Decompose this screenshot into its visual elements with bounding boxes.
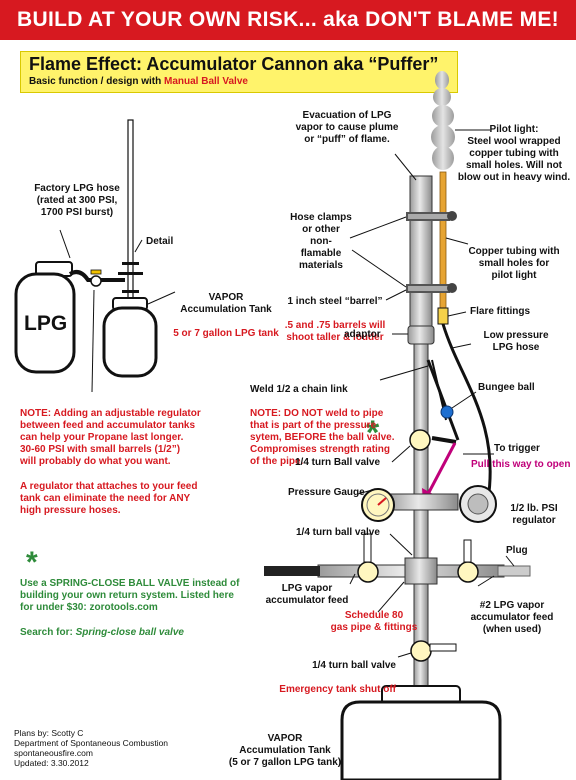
detail-valve — [90, 275, 102, 287]
search-prefix: Search for: — [20, 627, 76, 638]
regulator-note: NOTE: Adding an adjustable regulator bet… — [20, 408, 201, 467]
plug-label: Plug — [506, 545, 528, 556]
steel-barrel — [409, 175, 433, 329]
hose-clamps-label: Hose clamps or other non-flamable materi… — [290, 212, 352, 271]
emergency-valve-title: 1/4 turn ball valve — [312, 660, 396, 671]
subtitle-text: Basic function / design with — [29, 76, 165, 87]
detail-vapor-tank — [102, 306, 158, 378]
detail-valve-handle — [90, 269, 102, 275]
low-pressure-hose-label: Low pressure LPG hose — [483, 330, 549, 353]
schedule-80-label: Schedule 80 gas pipe & fittings — [330, 610, 418, 633]
emergency-shutoff-text: Emergency tank shut off — [279, 684, 396, 695]
emergency-valve-label: 1/4 turn ball valve Emergency tank shut … — [246, 648, 396, 696]
barrel-label: 1 inch steel “barrel” .5 and .75 barrels… — [276, 284, 394, 344]
weld-label: Weld 1/2 a chain link NOTE: DO NOT weld … — [250, 372, 410, 468]
ball-valve-right — [457, 561, 479, 583]
pilot-flame-puffs — [431, 71, 455, 170]
search-term: Spring-close ball valve — [75, 627, 184, 638]
note-leader — [91, 289, 95, 393]
adaptor-label: adaptor — [344, 329, 381, 340]
barrel-note: .5 and .75 barrels will shoot taller & l… — [284, 320, 386, 343]
green-star-valve: * — [366, 414, 380, 452]
factory-hose-leader — [59, 229, 71, 259]
cannon-drawing: * — [264, 71, 531, 780]
detail-fitting-1 — [122, 262, 139, 265]
ball-valve-main — [409, 429, 431, 451]
hose-clamp-top — [406, 211, 457, 221]
pull-arrow — [425, 442, 457, 497]
low-pressure-hose — [441, 323, 492, 501]
ball-valve-2-label: 1/4 turn ball valve — [296, 527, 380, 538]
detail-fitting-2 — [118, 272, 143, 275]
plug — [497, 565, 531, 577]
bottom-vapor-tank-label: VAPOR Accumulation Tank (5 or 7 gallon L… — [228, 733, 342, 768]
vapor-tank-size: 5 or 7 gallon LPG tank — [173, 328, 279, 339]
pull-to-open-label: Pull this way to open — [471, 459, 571, 470]
flare-fittings-label: Flare fittings — [470, 306, 531, 317]
weld-title: Weld 1/2 a chain link — [250, 384, 348, 395]
emergency-valve-handle — [429, 643, 457, 652]
spring-valve-note: Use a SPRING-CLOSE BALL VALVE instead of… — [20, 578, 240, 613]
flare-fitting — [437, 307, 449, 325]
title-box: Flame Effect: Accumulator Cannon aka “Pu… — [20, 51, 458, 93]
gauge-dial — [366, 493, 390, 517]
emergency-shutoff-valve — [410, 640, 432, 662]
ball-valve-label: 1/4 turn Ball valve — [295, 457, 381, 468]
hose-clamp-bottom — [406, 283, 457, 293]
regulator-cap — [467, 493, 489, 515]
lpg-feed-label: LPG vapor accumulator feed — [265, 583, 349, 606]
page-subtitle: Basic function / design with Manual Ball… — [29, 76, 248, 87]
gauge-needle — [377, 497, 387, 506]
bungee-ball-label: Bungee ball — [478, 382, 535, 393]
lpg-feed-hose — [264, 566, 320, 576]
valve-handle-right — [463, 539, 472, 563]
gauge-tee — [385, 493, 459, 511]
detail-fitting-3 — [122, 290, 139, 293]
regulator-tank-note: A regulator that attaches to your feed t… — [20, 481, 198, 516]
warning-banner: BUILD AT YOUR OWN RISK... aka DON'T BLAM… — [0, 0, 576, 40]
pilot-light-label: Pilot light: Steel wool wrapped copper t… — [457, 124, 571, 183]
chain-bungee-cord — [426, 359, 460, 441]
leader-lines — [349, 129, 515, 658]
vapor-tank-leader — [147, 291, 176, 305]
vapor-accumulation-tank — [340, 700, 502, 780]
cross-fitting — [404, 557, 438, 585]
adaptor — [407, 325, 435, 345]
detail-label: Detail — [146, 236, 174, 247]
subtitle-highlight: Manual Ball Valve — [164, 76, 248, 87]
detail-leader — [134, 239, 143, 253]
evacuation-label: Evacuation of LPG vapor to cause plume o… — [295, 110, 399, 145]
valve-lever — [431, 436, 457, 444]
copper-tubing-label: Copper tubing with small holes for pilot… — [468, 246, 560, 281]
to-trigger-label: To trigger — [494, 443, 540, 454]
search-note: Search for: Spring-close ball valve — [20, 627, 184, 639]
vapor-tank-label: VAPOR Accumulation Tank 5 or 7 gallon LP… — [163, 280, 289, 340]
bungee-ball — [440, 405, 454, 419]
weld-note: NOTE: DO NOT weld to pipe that is part o… — [250, 408, 395, 467]
detail-drawing — [14, 119, 176, 393]
lpg-feed-tank — [14, 272, 76, 374]
green-star-note: * — [26, 546, 38, 579]
lpg-tank-text: LPG — [24, 312, 68, 335]
valve-handle-left — [363, 533, 372, 563]
page-title: Flame Effect: Accumulator Cannon aka “Pu… — [29, 54, 439, 74]
regulator-label: 1/2 lb. PSI regulator — [510, 503, 558, 526]
vapor-tank-title: VAPOR Accumulation Tank — [180, 292, 272, 315]
pressure-gauge-label: Pressure Gauge — [288, 487, 365, 498]
factory-lpg-hose — [68, 270, 125, 282]
factory-hose-label: Factory LPG hose (rated at 300 PSI, 1700… — [34, 183, 120, 218]
feed-2-label: #2 LPG vapor accumulator feed (when used… — [470, 600, 554, 635]
credits: Plans by: Scotty C Department of Spontan… — [14, 728, 169, 768]
ball-valve-left — [357, 561, 379, 583]
barrel-title: 1 inch steel “barrel” — [287, 296, 383, 307]
